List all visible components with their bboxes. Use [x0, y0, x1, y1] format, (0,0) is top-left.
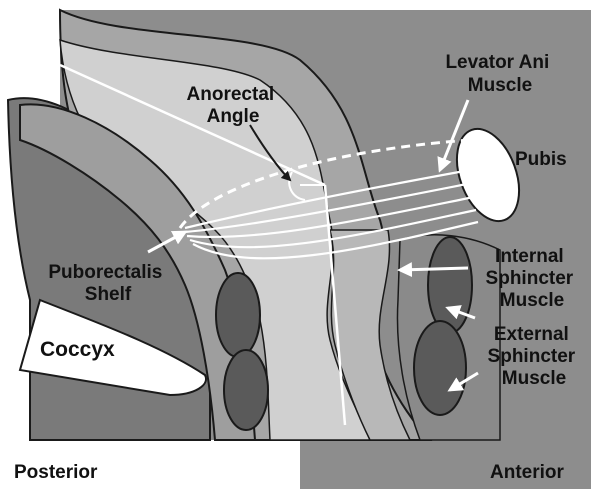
internal-sphincter-muscle-right [428, 237, 472, 333]
arrow-internal-sphincter [400, 268, 468, 270]
label-internal-sphincter-line-3: Muscle [500, 290, 564, 311]
internal-sphincter-muscle-left [216, 273, 260, 357]
label-anorectal-angle-line-1: Anorectal [187, 84, 275, 105]
label-anorectal-angle-line-2: Angle [207, 106, 260, 127]
label-external-sphincter-line-1: External [494, 324, 569, 345]
label-coccyx: Coccyx [40, 338, 115, 361]
label-anterior: Anterior [490, 462, 565, 483]
label-puborectalis-shelf-line-2: Shelf [85, 284, 132, 305]
external-sphincter-muscle-left [224, 350, 268, 430]
label-posterior: Posterior [14, 462, 98, 483]
label-pubis: Pubis [515, 149, 567, 170]
label-puborectalis-shelf-line-1: Puborectalis [48, 262, 162, 283]
label-internal-sphincter-line-2: Sphincter [486, 268, 574, 289]
label-levator-ani-line-2: Muscle [468, 75, 532, 96]
label-internal-sphincter-line-1: Internal [495, 246, 564, 267]
label-external-sphincter-line-3: Muscle [502, 368, 566, 389]
external-sphincter-muscle-right [414, 321, 466, 415]
label-external-sphincter-line-2: Sphincter [488, 346, 576, 367]
label-levator-ani-line-1: Levator Ani [445, 52, 549, 73]
